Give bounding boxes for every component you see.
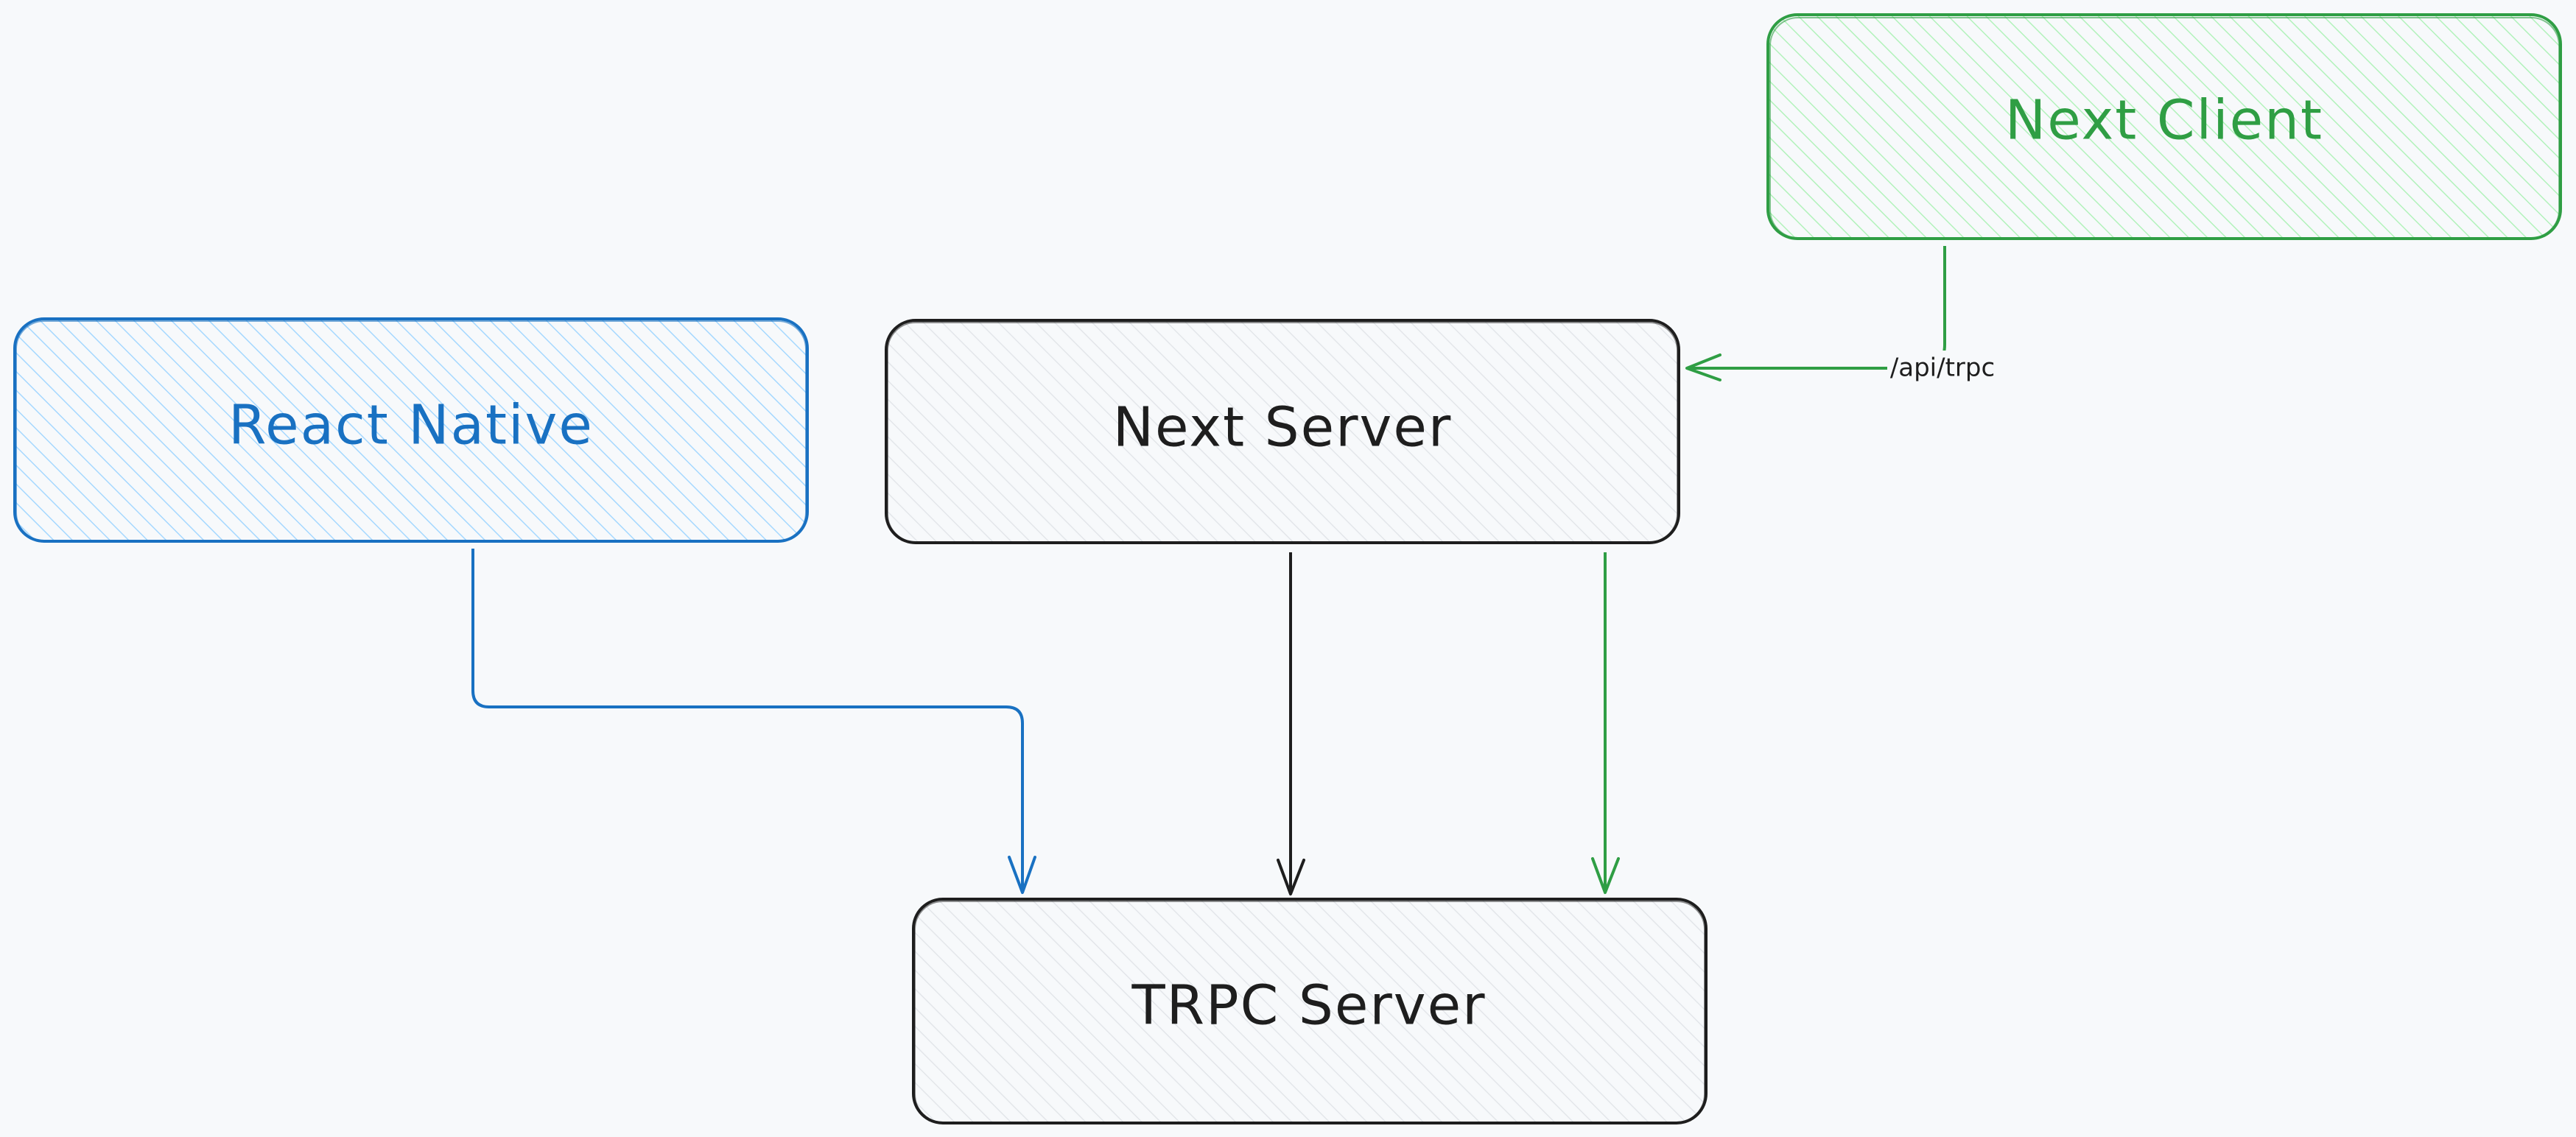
edge-next-server-to-trpc[interactable] xyxy=(1277,552,1305,895)
node-react-native-box-sketch xyxy=(15,320,807,541)
node-trpc-server-label: TRPC Server xyxy=(1131,974,1486,1038)
edge-client-to-next-server[interactable]: /api/trpc xyxy=(1685,246,1998,384)
node-next-server[interactable]: Next Server xyxy=(885,319,1680,544)
node-next-client-box-sketch xyxy=(1769,17,2560,239)
node-react-native-label: React Native xyxy=(228,394,594,457)
edge-next-server-to-trpc-green[interactable] xyxy=(1591,552,1620,894)
edge-client-to-next-server-label: /api/trpc xyxy=(1890,353,1995,383)
node-next-client-label: Next Client xyxy=(2005,89,2323,152)
edge-client-to-next-server-arrowhead xyxy=(1685,353,1722,381)
node-next-server-box-sketch xyxy=(887,322,1678,543)
node-next-client[interactable]: Next Client xyxy=(1766,13,2562,240)
node-trpc-server-box-sketch xyxy=(914,901,1705,1123)
edge-react-native-to-trpc-line xyxy=(471,549,1024,893)
edge-next-server-to-trpc-arrowhead xyxy=(1277,859,1305,895)
edge-label-background xyxy=(1887,351,1998,384)
edge-next-server-to-trpc-green-arrowhead xyxy=(1591,857,1620,894)
edge-react-native-to-trpc[interactable] xyxy=(471,549,1036,894)
edge-client-to-next-server-line xyxy=(1687,246,1946,370)
node-next-server-label: Next Server xyxy=(1113,396,1453,460)
edge-react-native-to-trpc-arrowhead xyxy=(1008,856,1036,894)
node-react-native[interactable]: React Native xyxy=(13,317,809,543)
node-trpc-server[interactable]: TRPC Server xyxy=(912,898,1708,1124)
